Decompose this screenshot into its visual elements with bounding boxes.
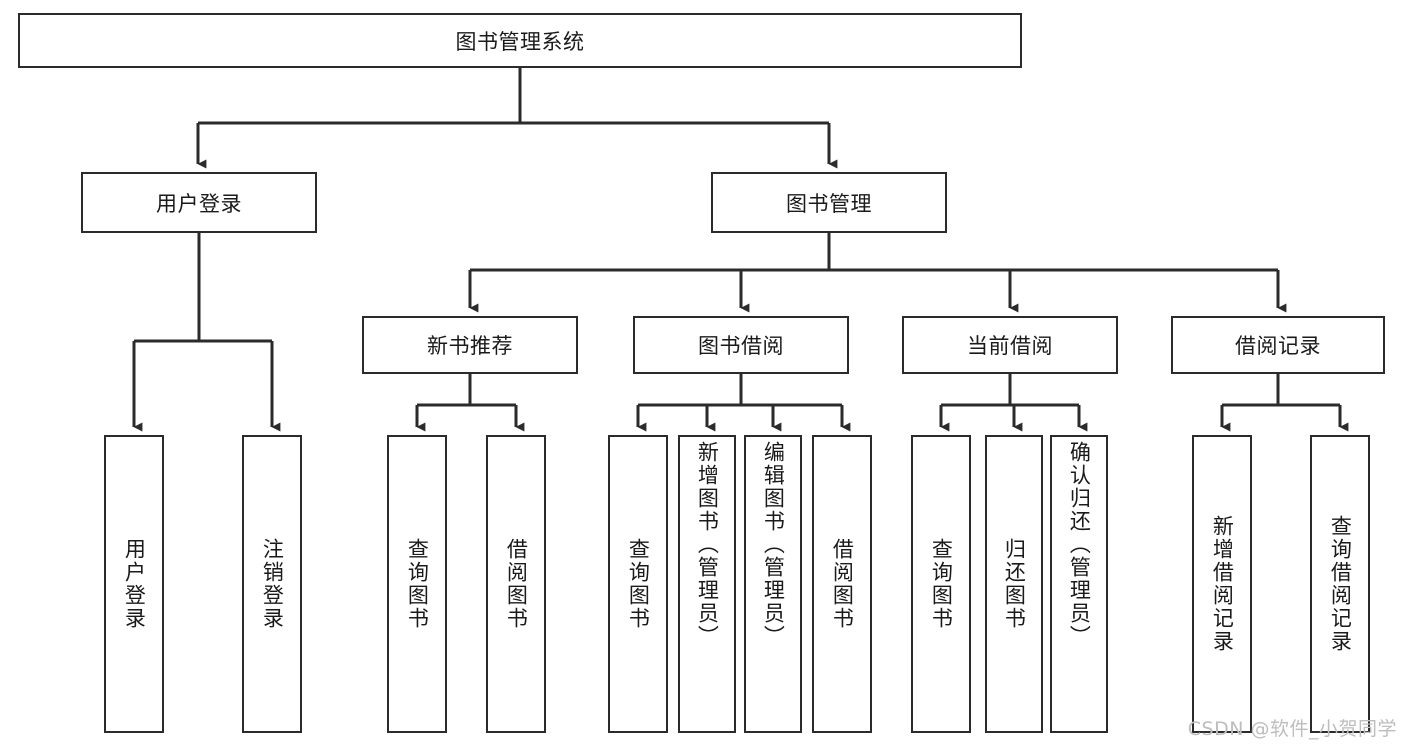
node-leaf-borrow-book-1-label: 借阅图书 <box>504 538 529 630</box>
node-leaf-borrow-book-2-label: 借阅图书 <box>830 538 855 630</box>
leaf-inner: 用户登录 <box>106 437 162 731</box>
leaf-inner: 归还图书 <box>987 437 1041 731</box>
node-new-book-recommend-label: 新书推荐 <box>427 334 513 358</box>
node-leaf-query-book-2[interactable]: 查询图书 <box>608 435 668 733</box>
node-borrow-record-label: 借阅记录 <box>1235 334 1321 358</box>
node-leaf-add-borrow-record-label: 新增借阅记录 <box>1210 515 1235 653</box>
node-current-borrow-label: 当前借阅 <box>967 334 1053 358</box>
node-leaf-user-login[interactable]: 用户登录 <box>104 435 164 733</box>
leaf-inner: 编辑图书（管理员） <box>746 437 800 735</box>
node-leaf-query-book-3[interactable]: 查询图书 <box>911 435 971 733</box>
node-leaf-query-book-1-label: 查询图书 <box>405 538 430 630</box>
node-new-book-recommend[interactable]: 新书推荐 <box>362 316 578 374</box>
node-user-login[interactable]: 用户登录 <box>81 172 317 233</box>
node-leaf-confirm-return-admin-label: 确认归还（管理员） <box>1067 441 1092 648</box>
node-leaf-add-book-admin-label: 新增图书（管理员） <box>695 441 720 648</box>
node-leaf-borrow-book-1[interactable]: 借阅图书 <box>486 435 546 733</box>
node-book-manage-label: 图书管理 <box>786 191 872 216</box>
node-leaf-logout[interactable]: 注销登录 <box>242 435 302 733</box>
leaf-inner: 借阅图书 <box>814 437 870 731</box>
node-leaf-edit-book-admin-label: 编辑图书（管理员） <box>761 441 786 648</box>
node-leaf-return-book-label: 归还图书 <box>1002 538 1027 630</box>
node-user-login-label: 用户登录 <box>156 191 242 216</box>
node-book-borrow-label: 图书借阅 <box>698 334 784 358</box>
node-leaf-return-book[interactable]: 归还图书 <box>985 435 1043 733</box>
node-leaf-edit-book-admin[interactable]: 编辑图书（管理员） <box>744 435 802 733</box>
node-book-manage[interactable]: 图书管理 <box>711 172 947 233</box>
watermark-text: CSDN @软件_小贺同学 <box>1187 718 1397 740</box>
node-current-borrow[interactable]: 当前借阅 <box>902 316 1118 374</box>
leaf-inner: 查询图书 <box>389 437 445 731</box>
node-leaf-query-book-2-label: 查询图书 <box>626 538 651 630</box>
node-root-label: 图书管理系统 <box>455 29 585 54</box>
node-leaf-confirm-return-admin[interactable]: 确认归还（管理员） <box>1050 435 1108 733</box>
node-leaf-logout-label: 注销登录 <box>260 538 285 630</box>
leaf-inner: 新增图书（管理员） <box>680 437 734 735</box>
node-leaf-add-borrow-record[interactable]: 新增借阅记录 <box>1192 435 1252 733</box>
leaf-inner: 查询图书 <box>913 437 969 731</box>
node-leaf-add-book-admin[interactable]: 新增图书（管理员） <box>678 435 736 733</box>
node-leaf-query-book-3-label: 查询图书 <box>929 538 954 630</box>
node-leaf-query-book-1[interactable]: 查询图书 <box>387 435 447 733</box>
node-borrow-record[interactable]: 借阅记录 <box>1171 316 1385 374</box>
leaf-inner: 查询图书 <box>610 437 666 731</box>
leaf-inner: 查询借阅记录 <box>1312 437 1368 731</box>
leaf-inner: 注销登录 <box>244 437 300 731</box>
leaf-inner: 新增借阅记录 <box>1194 437 1250 731</box>
node-leaf-borrow-book-2[interactable]: 借阅图书 <box>812 435 872 733</box>
node-root[interactable]: 图书管理系统 <box>18 13 1022 68</box>
leaf-inner: 借阅图书 <box>488 437 544 731</box>
node-leaf-query-borrow-record-label: 查询借阅记录 <box>1328 515 1353 653</box>
node-book-borrow[interactable]: 图书借阅 <box>633 316 849 374</box>
node-leaf-user-login-label: 用户登录 <box>122 538 147 630</box>
leaf-inner: 确认归还（管理员） <box>1052 437 1106 735</box>
node-leaf-query-borrow-record[interactable]: 查询借阅记录 <box>1310 435 1370 733</box>
